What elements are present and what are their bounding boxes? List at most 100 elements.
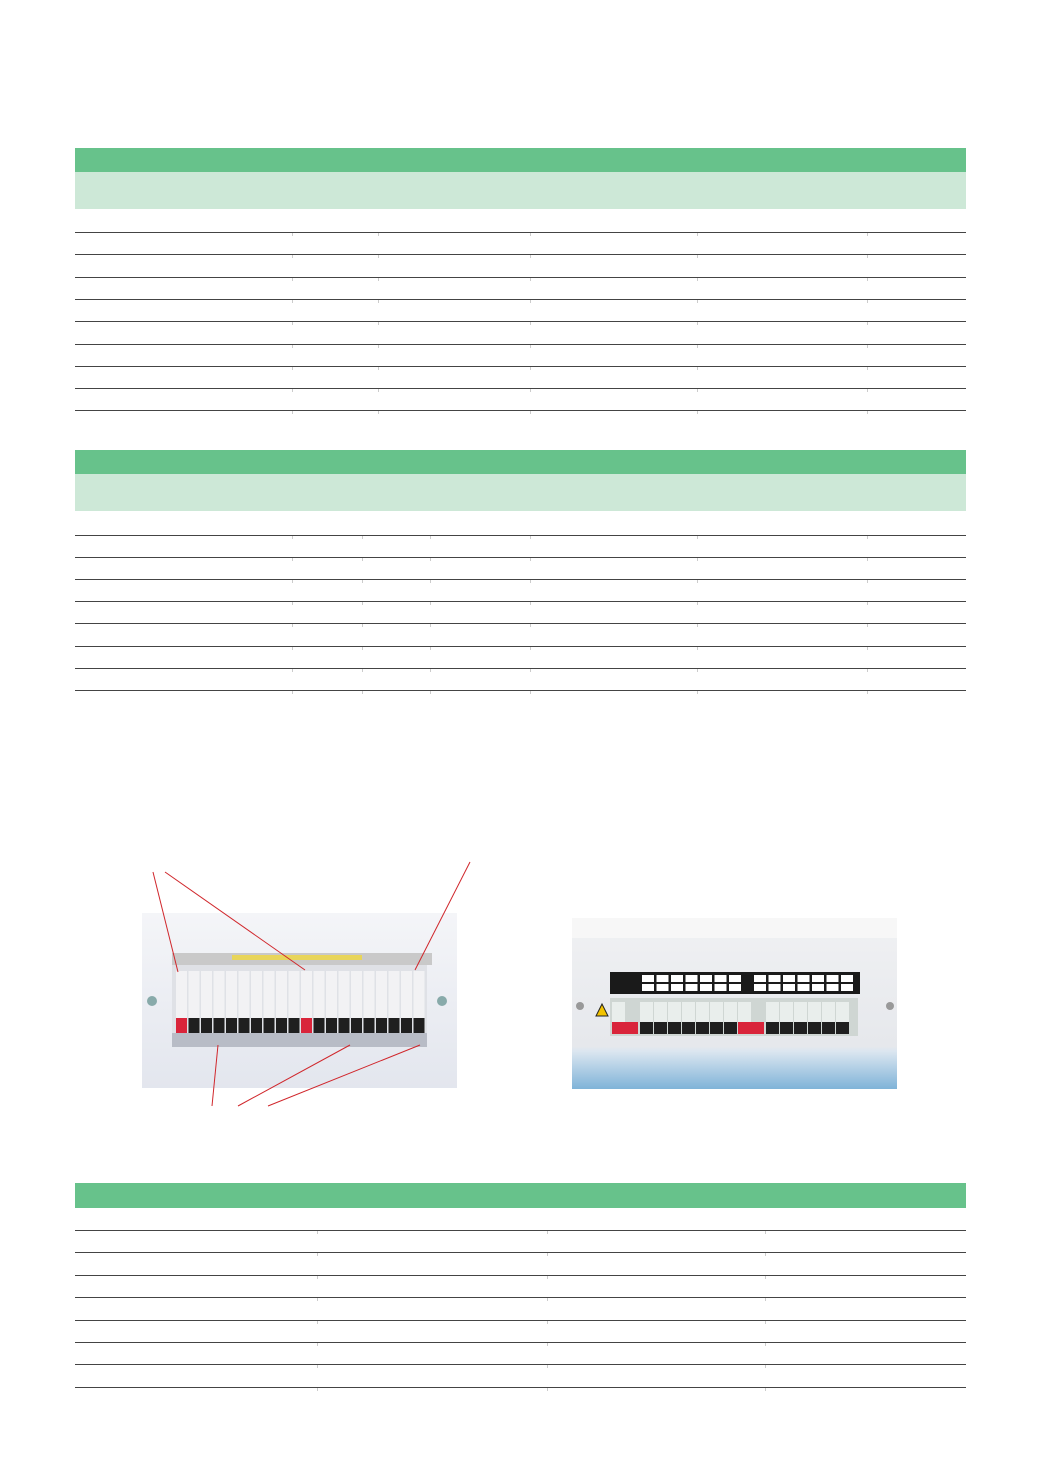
table-row-rule [75, 601, 966, 602]
column-divider [697, 389, 698, 392]
column-divider [530, 536, 531, 539]
column-divider [317, 1343, 318, 1346]
column-divider [867, 624, 868, 627]
column-divider [292, 255, 293, 258]
column-divider [362, 691, 363, 694]
column-divider [765, 1343, 766, 1346]
table-row-rule [75, 668, 966, 669]
column-divider [292, 411, 293, 414]
column-divider [378, 322, 379, 325]
column-divider [530, 300, 531, 303]
column-divider [292, 691, 293, 694]
column-divider [530, 647, 531, 650]
table-row-rule [75, 557, 966, 558]
column-divider [697, 322, 698, 325]
column-divider [317, 1231, 318, 1234]
column-divider [547, 1298, 548, 1301]
column-divider [765, 1253, 766, 1256]
column-divider [765, 1321, 766, 1324]
column-divider [697, 647, 698, 650]
table-row-rule [75, 1230, 966, 1231]
column-divider [430, 536, 431, 539]
column-divider [867, 278, 868, 281]
column-divider [292, 580, 293, 583]
table-row-rule [75, 254, 966, 255]
column-divider [547, 1365, 548, 1368]
column-divider [292, 669, 293, 672]
column-divider [530, 255, 531, 258]
table-row-rule [75, 623, 966, 624]
table-row-rule [75, 690, 966, 691]
table-row-rule [75, 410, 966, 411]
column-divider [697, 624, 698, 627]
column-divider [697, 669, 698, 672]
table-row-rule [75, 299, 966, 300]
column-divider [530, 624, 531, 627]
column-divider [867, 300, 868, 303]
column-divider [530, 367, 531, 370]
column-divider [292, 536, 293, 539]
column-divider [867, 411, 868, 414]
table-row-rule [75, 388, 966, 389]
column-divider [430, 669, 431, 672]
column-divider [378, 278, 379, 281]
column-divider [697, 580, 698, 583]
table-row-rule [75, 535, 966, 536]
column-divider [378, 255, 379, 258]
table-row-rule [75, 1275, 966, 1276]
column-divider [292, 233, 293, 236]
table-row-rule [75, 646, 966, 647]
table-2-subheader [75, 474, 966, 511]
column-divider [530, 691, 531, 694]
column-divider [867, 602, 868, 605]
column-divider [430, 580, 431, 583]
column-divider [378, 367, 379, 370]
table-2-header [75, 450, 966, 474]
table-row-rule [75, 1320, 966, 1321]
column-divider [697, 691, 698, 694]
column-divider [292, 367, 293, 370]
table-row-rule [75, 1342, 966, 1343]
column-divider [530, 558, 531, 561]
column-divider [362, 647, 363, 650]
column-divider [317, 1321, 318, 1324]
column-divider [292, 647, 293, 650]
column-divider [430, 691, 431, 694]
column-divider [530, 411, 531, 414]
column-divider [697, 367, 698, 370]
column-divider [362, 669, 363, 672]
table-row-rule [75, 277, 966, 278]
column-divider [697, 233, 698, 236]
column-divider [867, 580, 868, 583]
column-divider [765, 1365, 766, 1368]
table-row-rule [75, 366, 966, 367]
column-divider [378, 300, 379, 303]
table-row-rule [75, 344, 966, 345]
column-divider [547, 1231, 548, 1234]
column-divider [378, 389, 379, 392]
column-divider [362, 624, 363, 627]
column-divider [867, 367, 868, 370]
table-3-header [75, 1183, 966, 1208]
column-divider [547, 1253, 548, 1256]
column-divider [430, 602, 431, 605]
column-divider [292, 322, 293, 325]
column-divider [765, 1298, 766, 1301]
column-divider [317, 1276, 318, 1279]
column-divider [430, 558, 431, 561]
column-divider [765, 1276, 766, 1279]
column-divider [530, 345, 531, 348]
table-row-rule [75, 579, 966, 580]
column-divider [530, 322, 531, 325]
column-divider [292, 389, 293, 392]
column-divider [697, 255, 698, 258]
column-divider [697, 411, 698, 414]
column-divider [867, 669, 868, 672]
column-divider [867, 389, 868, 392]
column-divider [292, 558, 293, 561]
column-divider [378, 345, 379, 348]
column-divider [292, 624, 293, 627]
column-divider [530, 602, 531, 605]
column-divider [292, 345, 293, 348]
